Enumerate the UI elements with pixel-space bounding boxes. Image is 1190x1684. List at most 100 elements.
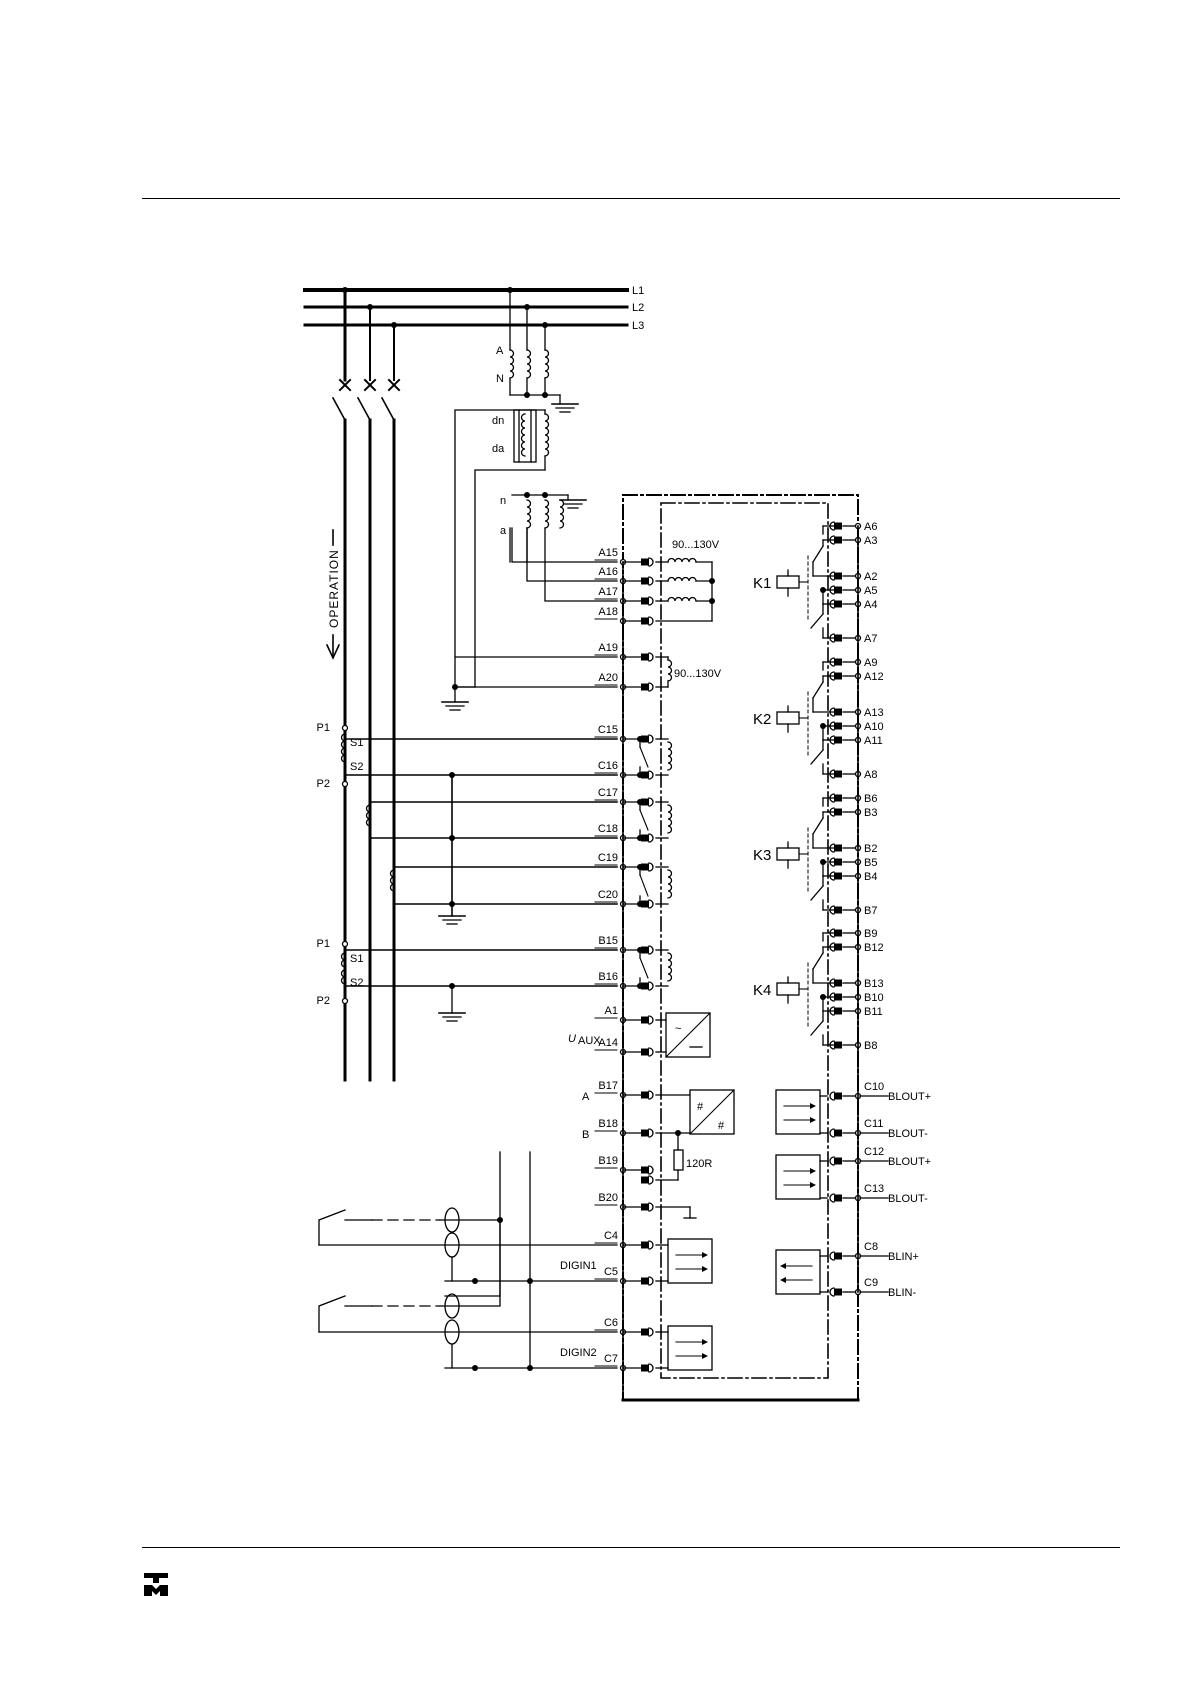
connector-pin xyxy=(834,770,842,778)
current-input-coil xyxy=(667,741,673,771)
terminal-label-A20: A20 xyxy=(598,672,618,684)
header-rule xyxy=(142,198,1120,199)
connector-pin xyxy=(641,735,649,743)
junction-dot xyxy=(709,578,715,584)
connector-pin xyxy=(641,597,649,605)
connector-socket xyxy=(648,557,654,567)
relay-terminal-label-B10: B10 xyxy=(864,992,884,1004)
open-delta-coil xyxy=(544,413,550,457)
current-input-coil xyxy=(667,952,673,982)
vt-winding-label: da xyxy=(492,443,505,455)
relay-terminal-label-B12: B12 xyxy=(864,942,884,954)
connector-pin xyxy=(834,858,842,866)
breaker-blade xyxy=(380,396,396,422)
rs485-interface-block xyxy=(689,1089,735,1135)
connector-pin xyxy=(834,1007,842,1015)
vt-winding-label: dn xyxy=(492,415,504,427)
breaker-blade xyxy=(356,396,372,422)
connector-socket xyxy=(648,1276,654,1286)
bus-a-label: A xyxy=(582,1091,590,1103)
relay-terminal-label-A5: A5 xyxy=(864,585,877,597)
junction-dot xyxy=(820,723,826,729)
relay-terminal-label-A9: A9 xyxy=(864,657,877,669)
terminal-label-C16: C16 xyxy=(598,760,618,772)
connector-pin xyxy=(641,946,649,954)
connector-pin xyxy=(834,1157,842,1165)
residual-input-rating: 90...130V xyxy=(674,668,722,680)
ct-coil xyxy=(389,869,395,892)
connector-socket xyxy=(648,734,654,744)
breaker-x-icon xyxy=(387,378,401,392)
digital-input-optocoupler xyxy=(667,1325,713,1371)
connector-pin xyxy=(834,794,842,802)
terminal-label-A15: A15 xyxy=(598,547,618,559)
relay-terminal-label-A6: A6 xyxy=(864,521,877,533)
connector-socket xyxy=(829,1156,835,1166)
relay-contact xyxy=(812,817,824,835)
connector-pin xyxy=(641,982,649,990)
relay-coil xyxy=(776,982,800,996)
relay-terminal-label-B2: B2 xyxy=(864,843,877,855)
connector-pin xyxy=(641,834,649,842)
relay-name-K1: K1 xyxy=(753,575,771,592)
connector-socket xyxy=(648,1363,654,1373)
relay-terminal-label-A4: A4 xyxy=(864,599,877,611)
ac-symbol-icon: ~ xyxy=(675,1023,681,1035)
ct-shorting-contact xyxy=(639,809,649,831)
junction-dot xyxy=(542,392,548,398)
connector-socket xyxy=(648,1128,654,1138)
connector-pin xyxy=(834,708,842,716)
connector-pin xyxy=(641,1091,649,1099)
open-delta-coil xyxy=(520,413,526,457)
relay-terminal-label-A2: A2 xyxy=(864,571,877,583)
operation-arrow-icon xyxy=(325,643,341,660)
connector-pin xyxy=(641,617,649,625)
phase-label-L3: L3 xyxy=(632,320,644,332)
digital-input-optocoupler xyxy=(667,1238,713,1284)
connector-pin xyxy=(834,536,842,544)
relay-terminal-label-A13: A13 xyxy=(864,707,884,719)
connector-pin xyxy=(834,600,842,608)
blout-terminal-C11: C11 xyxy=(864,1118,883,1130)
arrow-left-icon xyxy=(780,1263,786,1269)
terminal-label-B19: B19 xyxy=(598,1155,618,1167)
terminal-label-A14: A14 xyxy=(598,1037,618,1049)
terminal-label-C4: C4 xyxy=(604,1230,618,1242)
connector-socket xyxy=(648,576,654,586)
current-input-coil xyxy=(667,804,673,834)
junction-dot xyxy=(472,1365,478,1371)
connector-socket xyxy=(829,1193,835,1203)
connector-socket xyxy=(648,1090,654,1100)
external-contact xyxy=(318,1295,346,1333)
connector-pin xyxy=(834,1092,842,1100)
termination-resistor xyxy=(673,1149,684,1171)
connector-pin xyxy=(834,1129,842,1137)
ct-label: S2 xyxy=(350,977,363,989)
voltage-input-coil xyxy=(667,557,697,563)
vt-winding-label: A xyxy=(496,345,504,357)
connector-socket xyxy=(648,616,654,626)
connector-socket xyxy=(829,1287,835,1297)
junction-dot xyxy=(527,1365,533,1371)
terminal-label-A1: A1 xyxy=(605,1005,618,1017)
relay-contact xyxy=(810,613,824,629)
connector-socket xyxy=(648,833,654,843)
connector-pin xyxy=(834,906,842,914)
connector-pin xyxy=(641,1048,649,1056)
ct-label: S1 xyxy=(350,953,363,965)
connector-pin xyxy=(834,979,842,987)
relay-terminal-label-B3: B3 xyxy=(864,807,877,819)
terminal-label-C19: C19 xyxy=(598,852,618,864)
footer-rule xyxy=(142,1547,1120,1548)
vt-secondary-coil xyxy=(559,499,565,529)
relay-terminal-label-B6: B6 xyxy=(864,793,877,805)
connector-pin xyxy=(834,1288,842,1296)
ct-label: P1 xyxy=(317,938,330,950)
open-delta-lead xyxy=(454,409,546,688)
blin-label: BLIN+ xyxy=(888,1251,919,1263)
connector-pin xyxy=(834,722,842,730)
connector-pin xyxy=(641,653,649,661)
external-contact xyxy=(318,1209,346,1246)
connector-socket xyxy=(648,682,654,692)
connector-pin xyxy=(834,522,842,530)
